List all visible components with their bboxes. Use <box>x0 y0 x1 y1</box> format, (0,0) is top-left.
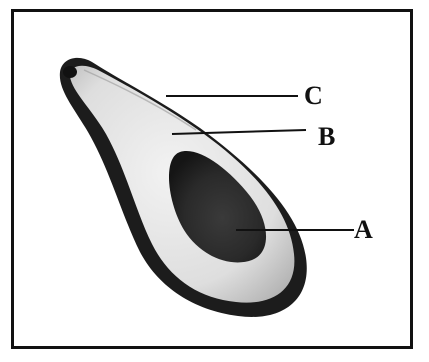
avocado-stem <box>63 66 77 78</box>
label-a: A <box>354 215 373 244</box>
label-b: B <box>318 122 335 151</box>
label-c: C <box>304 81 323 110</box>
